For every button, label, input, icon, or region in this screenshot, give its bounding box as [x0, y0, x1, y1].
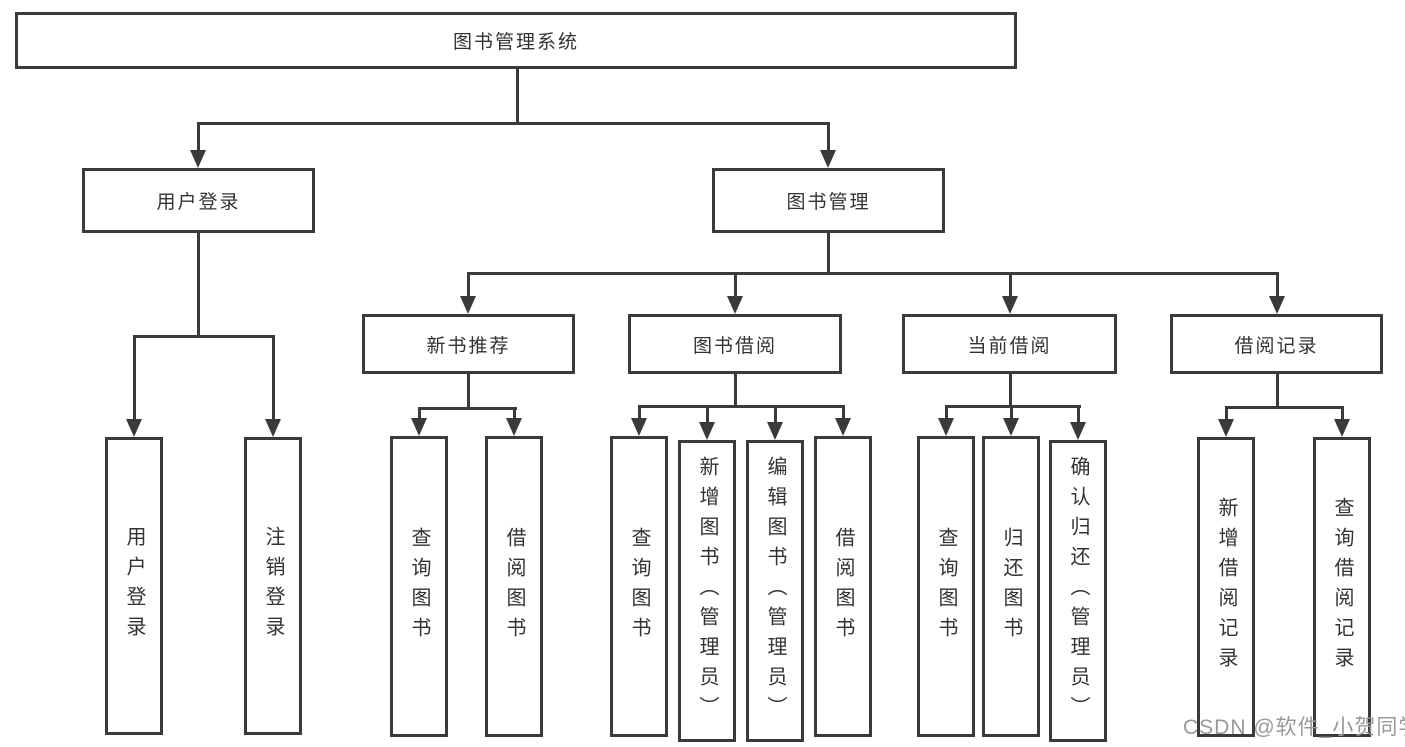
- arrowhead-down-icon: [767, 422, 783, 440]
- arrowhead-down-icon: [1334, 419, 1350, 437]
- arrowhead-down-icon: [699, 422, 715, 440]
- connector-line: [774, 405, 777, 424]
- connector-line: [734, 374, 737, 405]
- connector-line: [1276, 272, 1279, 298]
- arrowhead-down-icon: [190, 150, 206, 168]
- leaf-add-books-admin: 新增图书（管理员）: [678, 440, 736, 742]
- connector-line: [1225, 406, 1228, 421]
- connector-line: [1276, 374, 1279, 406]
- connector-line: [638, 405, 641, 420]
- leaf-user-login-label: 用户登录: [123, 526, 145, 646]
- leaf-logout-label: 注销登录: [262, 526, 284, 646]
- leaf-query-books-current-label: 查询图书: [935, 526, 957, 647]
- csdn-watermark: CSDN @软件_小贺同学: [1183, 716, 1405, 739]
- connector-line: [467, 374, 470, 407]
- connector-line: [272, 335, 275, 421]
- leaf-query-books-borrow-label: 查询图书: [628, 526, 650, 647]
- arrowhead-down-icon: [835, 418, 851, 436]
- arrowhead-down-icon: [1218, 419, 1234, 437]
- connector-line: [1077, 405, 1080, 424]
- arrowhead-down-icon: [460, 296, 476, 314]
- connector-line: [197, 232, 200, 335]
- connector-line: [467, 272, 1279, 275]
- leaf-confirm-return-admin: 确认归还（管理员）: [1049, 440, 1107, 742]
- connector-line: [1009, 374, 1012, 405]
- arrowhead-down-icon: [820, 150, 836, 168]
- leaf-confirm-return-admin-label: 确认归还（管理员）: [1067, 456, 1089, 726]
- connector-line: [1010, 405, 1013, 420]
- connector-line: [706, 405, 709, 424]
- leaf-borrow-books: 借阅图书: [814, 436, 872, 737]
- connector-line: [467, 272, 470, 298]
- leaf-return-books-label: 归还图书: [1000, 526, 1022, 647]
- leaf-query-books-recommend: 查询图书: [390, 436, 448, 737]
- leaf-borrow-books-recommend-label: 借阅图书: [503, 526, 525, 647]
- arrowhead-down-icon: [938, 418, 954, 436]
- arrowhead-down-icon: [1003, 418, 1019, 436]
- node-book-management: 图书管理: [712, 168, 945, 233]
- arrowhead-down-icon: [411, 418, 427, 436]
- arrowhead-down-icon: [126, 419, 142, 437]
- leaf-query-borrow-record: 查询借阅记录: [1313, 437, 1371, 737]
- leaf-edit-books-admin: 编辑图书（管理员）: [746, 440, 804, 742]
- connector-line: [516, 69, 519, 122]
- connector-line: [1225, 406, 1344, 409]
- leaf-logout: 注销登录: [244, 437, 302, 735]
- leaf-query-books-current: 查询图书: [917, 436, 975, 737]
- connector-line: [1341, 406, 1344, 421]
- connector-line: [945, 405, 1081, 408]
- connector-line: [513, 407, 516, 420]
- leaf-add-books-admin-label: 新增图书（管理员）: [696, 456, 718, 726]
- leaf-return-books: 归还图书: [982, 436, 1040, 737]
- connector-line: [197, 122, 200, 152]
- arrowhead-down-icon: [506, 418, 522, 436]
- connector-line: [133, 335, 275, 338]
- leaf-query-books-recommend-label: 查询图书: [408, 526, 430, 647]
- connector-line: [1009, 272, 1012, 298]
- node-borrow-records: 借阅记录: [1170, 314, 1383, 374]
- leaf-query-borrow-record-label: 查询借阅记录: [1331, 497, 1353, 677]
- leaf-user-login: 用户登录: [105, 437, 163, 735]
- connector-line: [418, 407, 517, 410]
- leaf-edit-books-admin-label: 编辑图书（管理员）: [764, 456, 786, 726]
- leaf-add-borrow-record: 新增借阅记录: [1197, 437, 1255, 737]
- leaf-borrow-books-label: 借阅图书: [832, 526, 854, 647]
- node-book-management-system: 图书管理系统: [15, 12, 1017, 69]
- arrowhead-down-icon: [1269, 296, 1285, 314]
- node-current-borrow: 当前借阅: [902, 314, 1117, 374]
- connector-line: [133, 335, 136, 421]
- node-new-book-recommend: 新书推荐: [362, 314, 575, 374]
- connector-line: [827, 232, 830, 272]
- node-book-borrow: 图书借阅: [628, 314, 842, 374]
- connector-line: [418, 407, 421, 420]
- connector-line: [734, 272, 737, 298]
- arrowhead-down-icon: [631, 418, 647, 436]
- connector-line: [945, 405, 948, 420]
- connector-line: [197, 122, 830, 125]
- leaf-query-books-borrow: 查询图书: [610, 436, 668, 737]
- connector-line: [842, 405, 845, 420]
- arrowhead-down-icon: [265, 419, 281, 437]
- arrowhead-down-icon: [727, 296, 743, 314]
- connector-line: [638, 405, 845, 408]
- arrowhead-down-icon: [1002, 296, 1018, 314]
- connector-line: [827, 122, 830, 152]
- node-user-login: 用户登录: [82, 168, 315, 233]
- leaf-borrow-books-recommend: 借阅图书: [485, 436, 543, 737]
- leaf-add-borrow-record-label: 新增借阅记录: [1215, 497, 1237, 677]
- arrowhead-down-icon: [1070, 422, 1086, 440]
